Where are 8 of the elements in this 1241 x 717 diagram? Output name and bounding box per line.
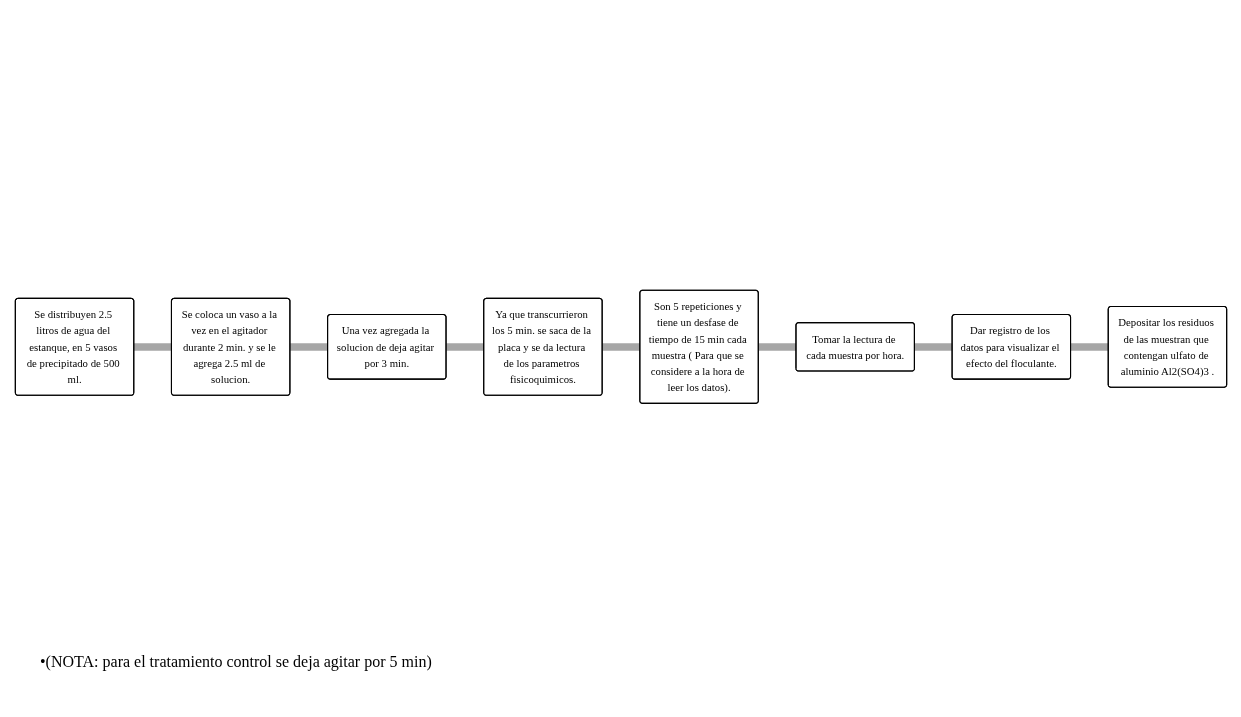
connector [289, 342, 328, 351]
connector [1069, 342, 1109, 351]
connector [757, 342, 797, 351]
connector [132, 342, 172, 351]
connector [913, 342, 953, 351]
note-text: •(NOTA: para el tratamiento control se deja agitar por 5 min) [40, 652, 432, 671]
connector [445, 342, 485, 351]
connector [601, 342, 641, 351]
